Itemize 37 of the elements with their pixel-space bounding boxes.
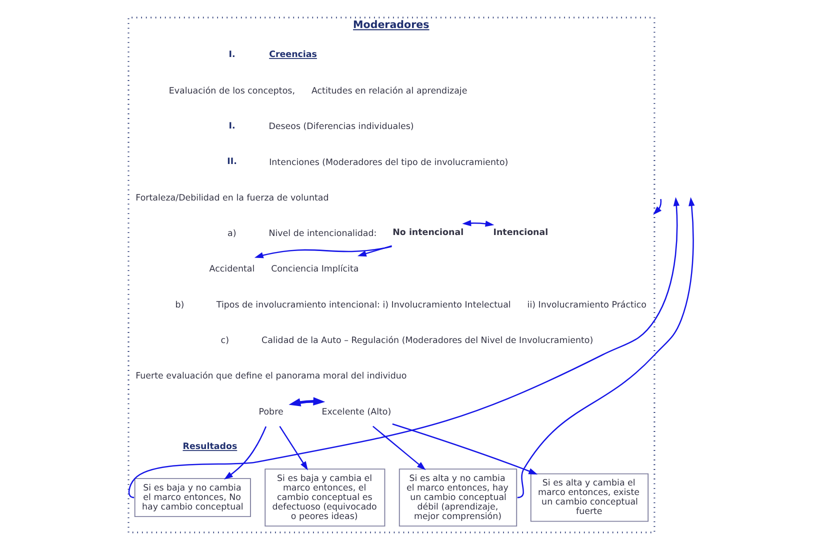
- arrow: [357, 245, 392, 257]
- label: Deseos (Diferencias individuales): [268, 122, 414, 132]
- node-box: Si es baja y no cambia el marco entonces, No hay cambio conceptual: [134, 478, 251, 518]
- label: Nivel de intencionalidad:: [268, 229, 377, 240]
- node-box: Si es alta y no cambia el marco entonces, hay un cambio conceptual débil (aprendizaje, mejor comprensión): [398, 468, 518, 527]
- node-box: Si es alta y cambia el marco entonces, existe un cambio conceptual fuerte: [530, 473, 649, 522]
- label: II.: [227, 156, 237, 167]
- arrow: [653, 199, 662, 215]
- label: Calidad de la Auto – Regulación (Moderadores del Nivel de Involucramiento): [262, 336, 594, 346]
- label: Creencias: [269, 50, 317, 60]
- label: Resultados: [182, 442, 238, 452]
- arrow: [372, 426, 426, 470]
- label: Fortaleza/Debilidad en la fuerza de voluntad: [136, 193, 329, 204]
- node-text: No intencional: [392, 228, 464, 238]
- label: Actitudes en relación al aprendizaje: [311, 86, 468, 96]
- node-box: Si es baja y cambia el marco entonces, el cambio conceptual es defectuoso (equivocado o peores ideas): [264, 468, 386, 527]
- node-text: Conciencia Implícita: [271, 264, 359, 275]
- label: Evaluación de los conceptos,: [168, 86, 295, 96]
- node-text: Excelente (Alto): [322, 407, 392, 418]
- label: c): [220, 336, 229, 346]
- label: ii) Involucramiento Práctico: [527, 300, 647, 310]
- node-text: Pobre: [258, 407, 284, 418]
- label: I.: [228, 121, 236, 132]
- label: a): [228, 229, 236, 240]
- arrow: [392, 423, 538, 474]
- arrow: [279, 426, 308, 470]
- label: Fuerte evaluación que define el panorama moral del individuo: [136, 372, 407, 382]
- label: Intenciones (Moderadores del tipo de involucramiento): [269, 158, 508, 168]
- label: Tipos de involucramiento intencional: i) Involucramiento Intelectual: [216, 300, 511, 310]
- label: I.: [228, 50, 236, 60]
- arrow: [462, 220, 494, 227]
- arrow: [254, 246, 392, 258]
- arrow: [224, 426, 267, 480]
- node-text: Accidental: [209, 264, 255, 275]
- node-text: Intencional: [493, 228, 548, 238]
- arrow: [288, 397, 326, 406]
- label: b): [175, 300, 184, 310]
